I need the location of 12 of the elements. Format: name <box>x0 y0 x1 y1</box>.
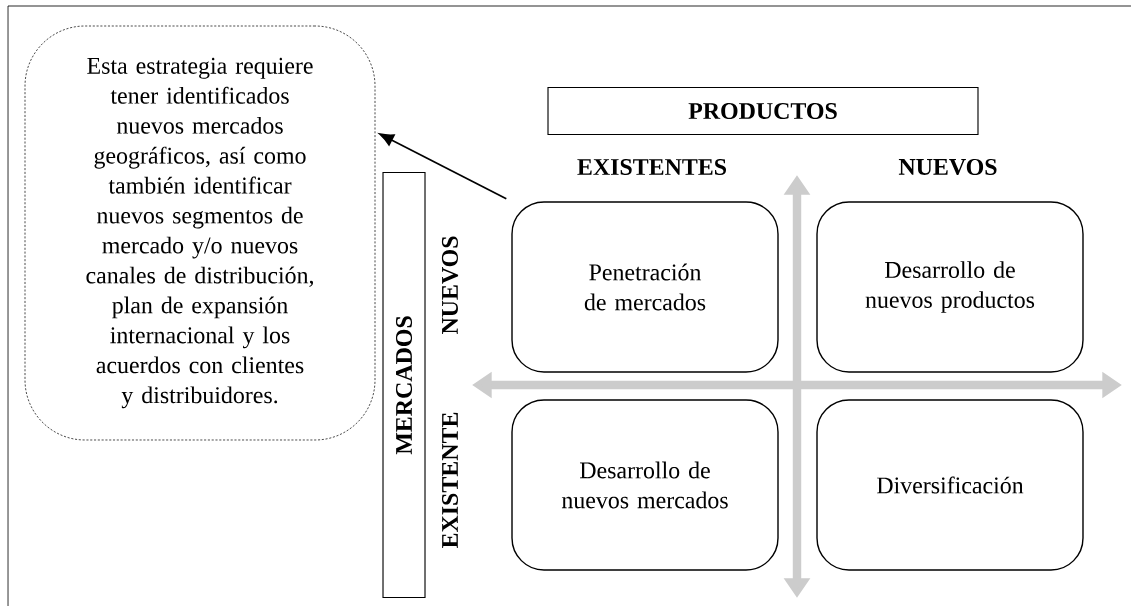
strategy-box: Desarrollo de nuevos productos <box>816 201 1084 373</box>
callout-box: Esta estrategia requiere tener identificados nuevos mercados geográficos, así como también identificar nuevos segmentos de mercado y/o nuevos canales de distribución, plan de expansión internacional y los acuerdos con clientes y distribuidores. <box>24 25 376 441</box>
strategy-box: Penetración de mercados <box>511 201 779 373</box>
strategy-box: Desarrollo de nuevos mercados <box>511 399 779 571</box>
arrow <box>379 133 508 200</box>
column-label: EXISTENTES <box>577 158 727 176</box>
column-label: NUEVOS <box>898 158 997 176</box>
header-box: PRODUCTOS <box>547 86 979 136</box>
strategy-box: Diversificación <box>816 399 1084 571</box>
row-label: NUEVOS <box>441 236 459 335</box>
header-box: MERCADOS <box>382 171 426 599</box>
row-label: EXISTENTE <box>441 412 459 548</box>
